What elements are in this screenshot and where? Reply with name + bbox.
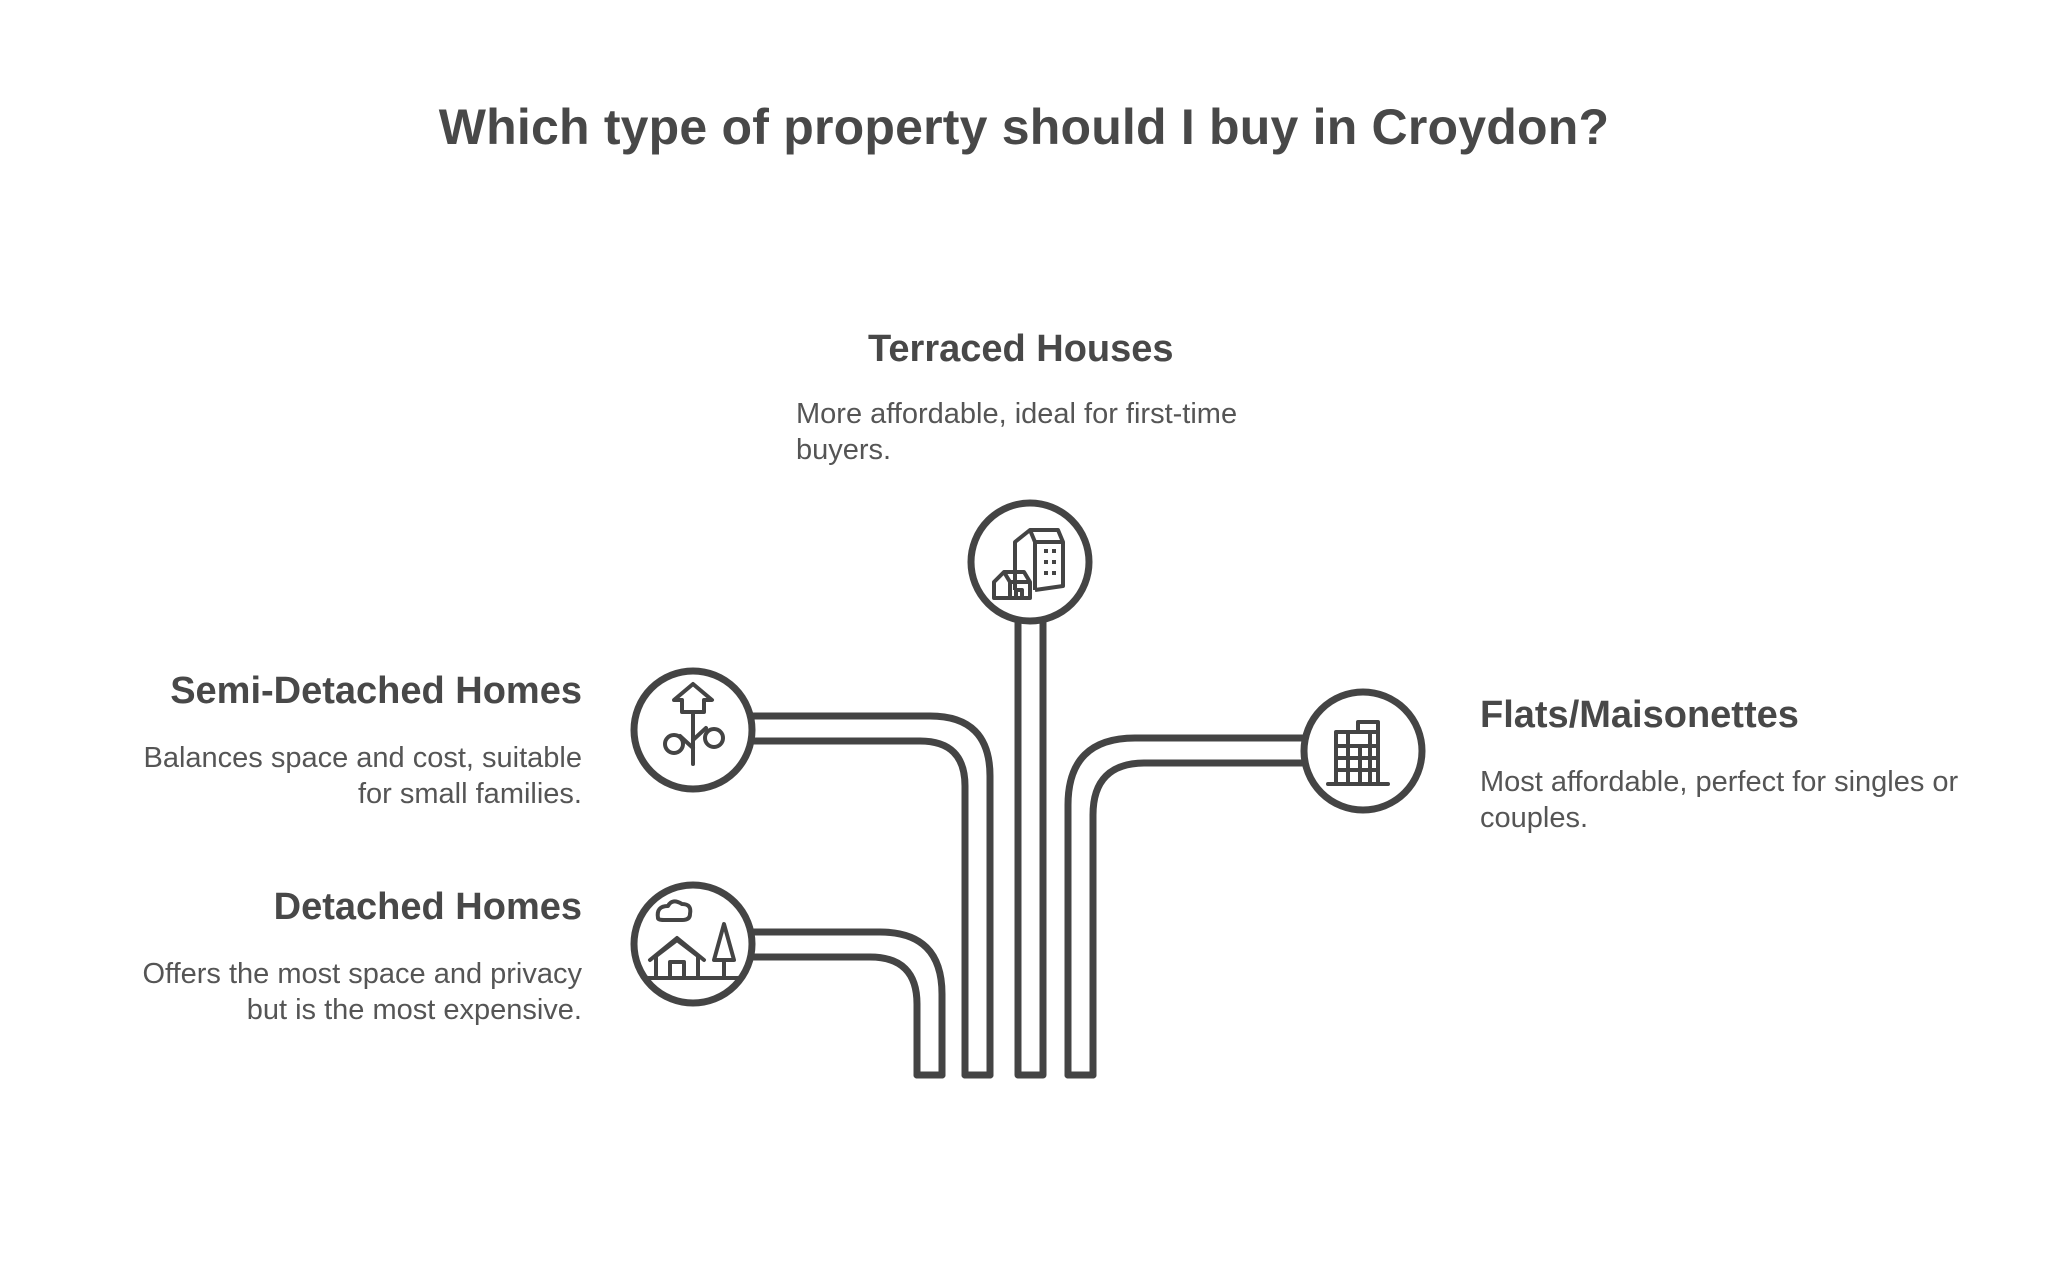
flats-maisonettes-description: Most affordable, perfect for singles or … (1480, 766, 1959, 834)
detached-homes-description: Offers the most space and privacy but is… (142, 958, 582, 1026)
detached-node (630, 881, 756, 1007)
terraced-houses-description: More affordable, ideal for first-time bu… (796, 398, 1238, 466)
flats-node (1300, 688, 1426, 814)
house-and-apartment-building-icon (992, 528, 1065, 600)
house-tree-icon (663, 682, 725, 766)
semi-detached-pipe (748, 712, 994, 1079)
apartment-building-icon (1326, 720, 1390, 786)
flats-pipe (1064, 734, 1309, 1079)
detached-homes-heading: Detached Homes (273, 886, 582, 928)
flats-maisonettes-heading: Flats/Maisonettes (1480, 694, 1799, 736)
detached-pipe (748, 928, 946, 1079)
semi-detached-homes-description: Balances space and cost, suitable for sm… (143, 742, 583, 810)
terraced-node (967, 499, 1093, 625)
terraced-pipe (1014, 616, 1047, 1079)
terraced-houses-heading: Terraced Houses (868, 328, 1174, 370)
semi-detached-homes-heading: Semi-Detached Homes (170, 670, 582, 712)
house-with-tree-icon (646, 899, 740, 980)
page-title: Which type of property should I buy in C… (438, 99, 1610, 155)
